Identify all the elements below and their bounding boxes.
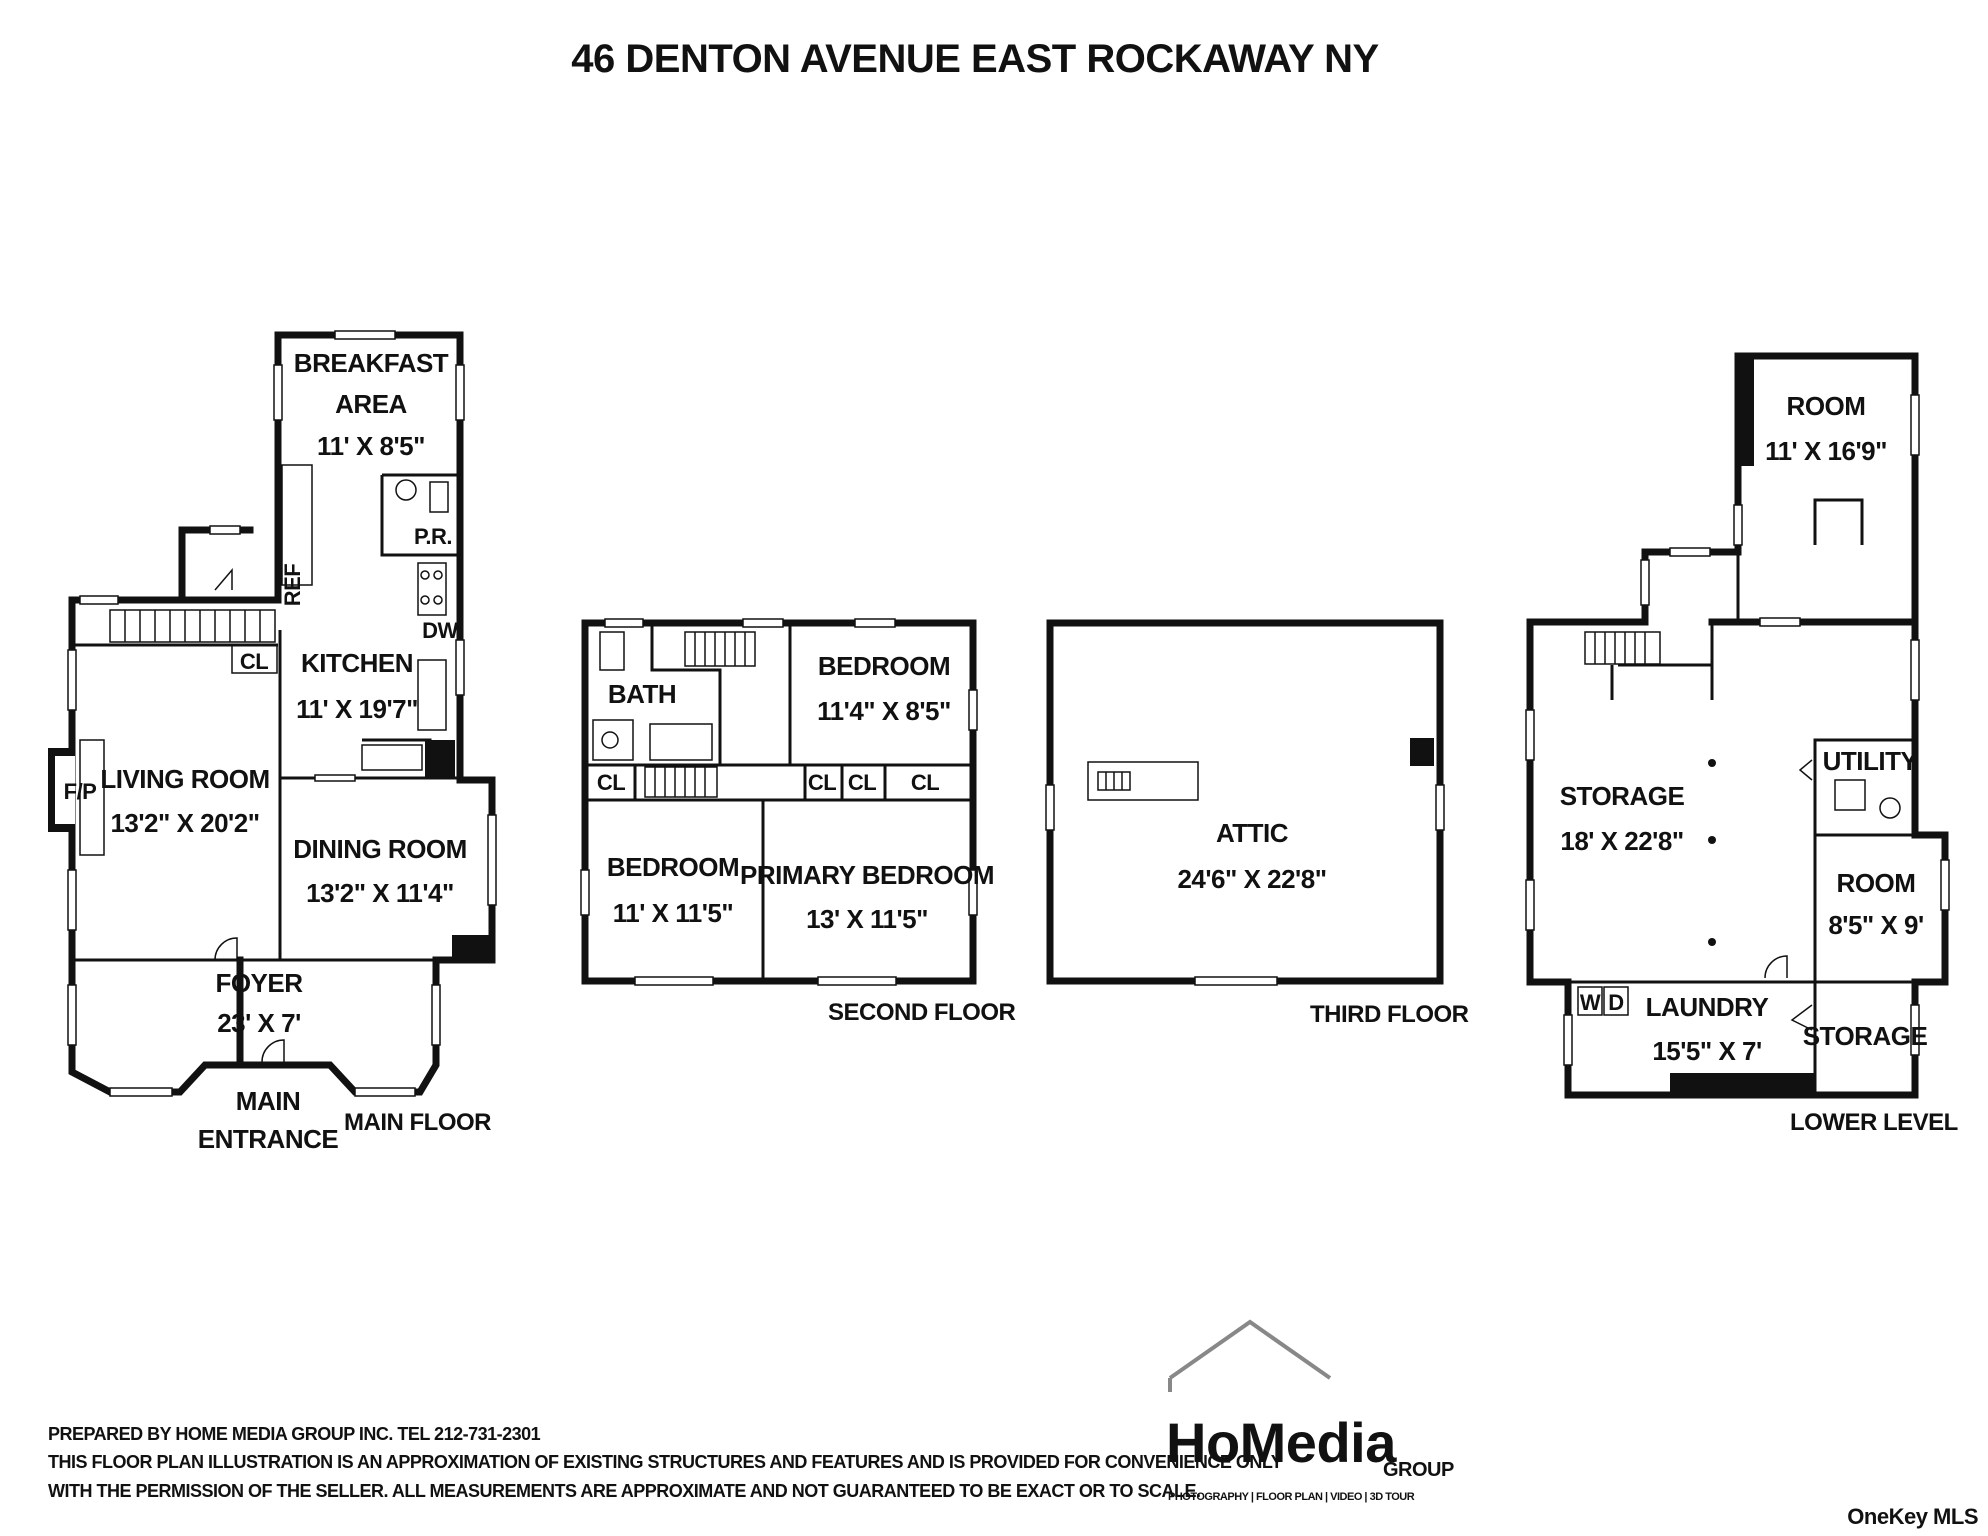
lower-side-room-size: 8'5" X 9'	[1828, 910, 1923, 940]
dishwasher-tag: DW	[422, 618, 458, 643]
dryer-tag: D	[1608, 990, 1623, 1015]
footer-disclaimer-2: WITH THE PERMISSION OF THE SELLER. ALL M…	[48, 1481, 1201, 1501]
dining-room-size: 13'2" X 11'4"	[306, 878, 454, 908]
third-floor-label: THIRD FLOOR	[1310, 1001, 1469, 1028]
closet-tag-second-1: CL	[597, 770, 625, 795]
lower-side-room-name: ROOM	[1837, 868, 1916, 898]
lower-room-size: 11' X 16'9"	[1765, 436, 1887, 466]
foyer-name: FOYER	[215, 968, 303, 998]
closet-tag-second-3: CL	[848, 770, 876, 795]
lower-level-plan: ROOM 11' X 16'9" STORAGE 18' X 22'8" UTI…	[1525, 352, 1958, 1136]
bedroom-1-size: 11'4" X 8'5"	[817, 696, 951, 726]
laundry-size: 15'5" X 7'	[1652, 1036, 1761, 1066]
closet-tag-main: CL	[240, 649, 268, 674]
attic-name: ATTIC	[1216, 818, 1289, 848]
foyer-size: 23' X 7'	[217, 1008, 301, 1038]
lower-level-label: LOWER LEVEL	[1790, 1109, 1958, 1136]
mls-watermark: OneKey MLS	[1847, 1504, 1978, 1529]
utility-name: UTILITY	[1823, 746, 1918, 776]
breakfast-area-size: 11' X 8'5"	[317, 431, 425, 461]
breakfast-area-name: BREAKFAST	[294, 348, 449, 378]
closet-tag-second-4: CL	[911, 770, 939, 795]
primary-bedroom-name: PRIMARY BEDROOM	[740, 860, 994, 890]
dining-room-name: DINING ROOM	[293, 834, 467, 864]
property-title: 46 DENTON AVENUE EAST ROCKAWAY NY	[571, 37, 1379, 81]
second-floor-label: SECOND FLOOR	[828, 999, 1016, 1026]
small-storage-name: STORAGE	[1803, 1021, 1928, 1051]
attic-size: 24'6" X 22'8"	[1177, 864, 1326, 894]
kitchen-name: KITCHEN	[301, 648, 413, 678]
laundry-name: LAUNDRY	[1646, 992, 1769, 1022]
footer-disclaimer-1: THIS FLOOR PLAN ILLUSTRATION IS AN APPRO…	[48, 1452, 1283, 1472]
kitchen-size: 11' X 19'7"	[296, 694, 418, 724]
ref-tag: REF	[280, 564, 305, 607]
powder-room-tag: P.R.	[414, 524, 452, 549]
logo-tagline: PHOTOGRAPHY | FLOOR PLAN | VIDEO | 3D TO…	[1168, 1491, 1415, 1503]
breakfast-area-name-2: AREA	[335, 389, 407, 419]
living-room-size: 13'2" X 20'2"	[110, 808, 259, 838]
washer-tag: W	[1580, 990, 1601, 1015]
logo-group: GROUP	[1383, 1459, 1454, 1481]
living-room-name: LIVING ROOM	[100, 764, 269, 794]
main-floor-label: MAIN FLOOR	[344, 1109, 491, 1136]
primary-bedroom-size: 13' X 11'5"	[806, 904, 928, 934]
homedia-logo: HoMedia GROUP PHOTOGRAPHY | FLOOR PLAN |…	[1166, 1319, 1455, 1503]
logo-name: HoMedia	[1166, 1411, 1397, 1474]
bedroom-1-name: BEDROOM	[818, 651, 950, 681]
third-floor-plan: ATTIC 24'6" X 22'8" THIRD FLOOR	[1045, 619, 1469, 1028]
main-entrance-label: MAIN	[236, 1086, 300, 1116]
lower-storage-size: 18' X 22'8"	[1560, 826, 1683, 856]
bedroom-2-size: 11' X 11'5"	[613, 898, 733, 928]
closet-tag-second-2: CL	[808, 770, 836, 795]
lower-room-name: ROOM	[1787, 391, 1866, 421]
main-entrance-label-2: ENTRANCE	[198, 1124, 339, 1154]
second-floor-plan: BATH BEDROOM 11'4" X 8'5" CL CL CL CL BE…	[580, 618, 1016, 1026]
footer-prepared-by: PREPARED BY HOME MEDIA GROUP INC. TEL 21…	[48, 1424, 541, 1444]
bedroom-2-name: BEDROOM	[607, 852, 739, 882]
fireplace-tag: F/P	[64, 779, 97, 804]
bath-name: BATH	[608, 679, 676, 709]
main-floor-plan: BREAKFAST AREA 11' X 8'5" KITCHEN 11' X …	[48, 330, 497, 1154]
lower-storage-name: STORAGE	[1560, 781, 1685, 811]
